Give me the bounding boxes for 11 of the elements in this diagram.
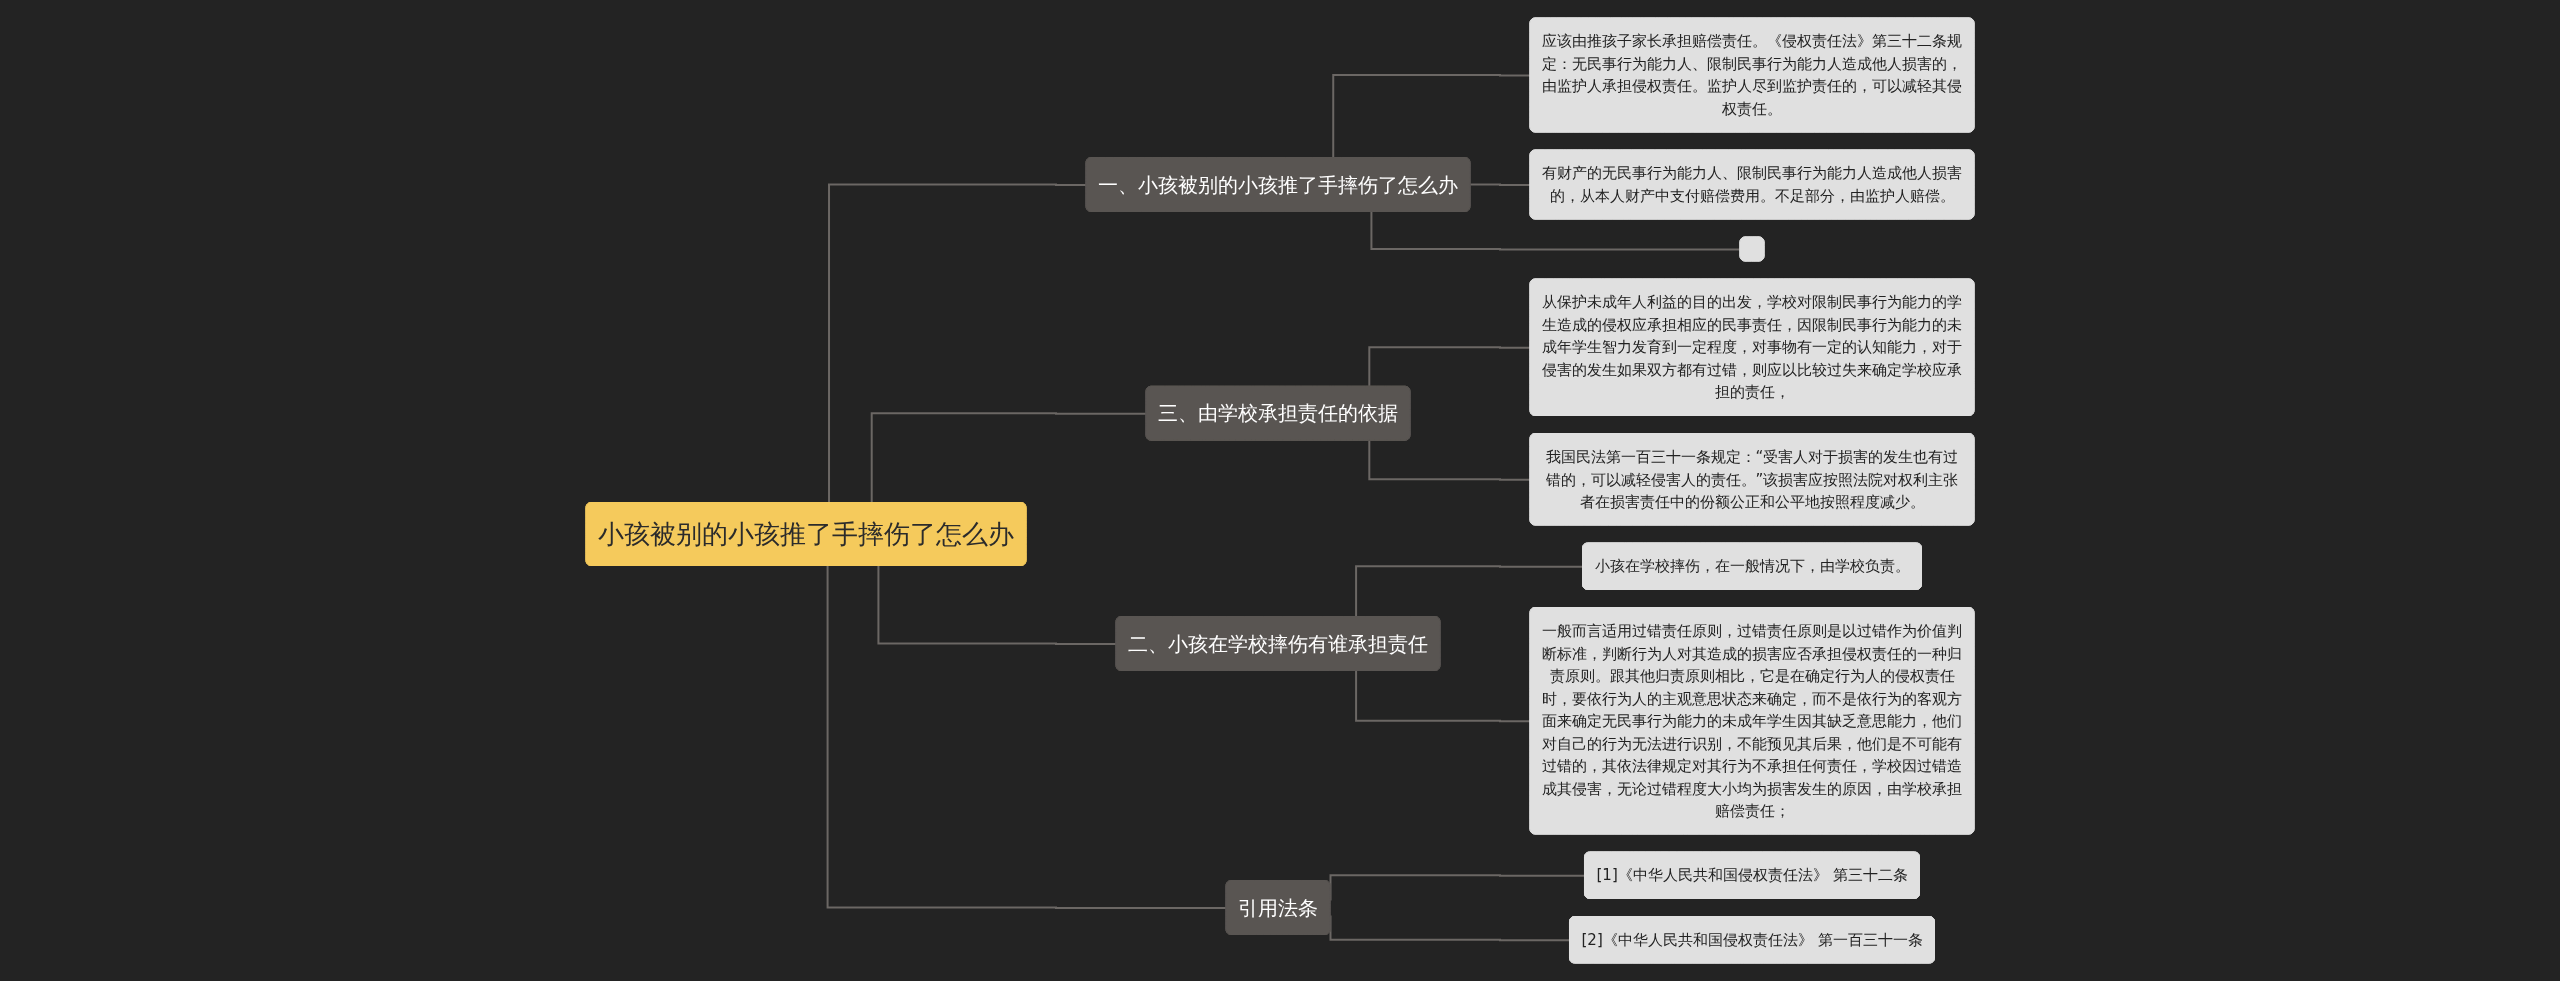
connector xyxy=(826,565,1228,909)
connector xyxy=(1368,346,1532,388)
connector xyxy=(1332,74,1532,159)
connector xyxy=(877,565,1118,645)
connector xyxy=(1469,183,1532,186)
connector xyxy=(1355,670,1532,723)
connector xyxy=(870,412,1148,504)
connector xyxy=(1355,565,1584,618)
connector xyxy=(1368,439,1532,481)
connector xyxy=(1370,211,1742,251)
connector xyxy=(828,183,1088,504)
